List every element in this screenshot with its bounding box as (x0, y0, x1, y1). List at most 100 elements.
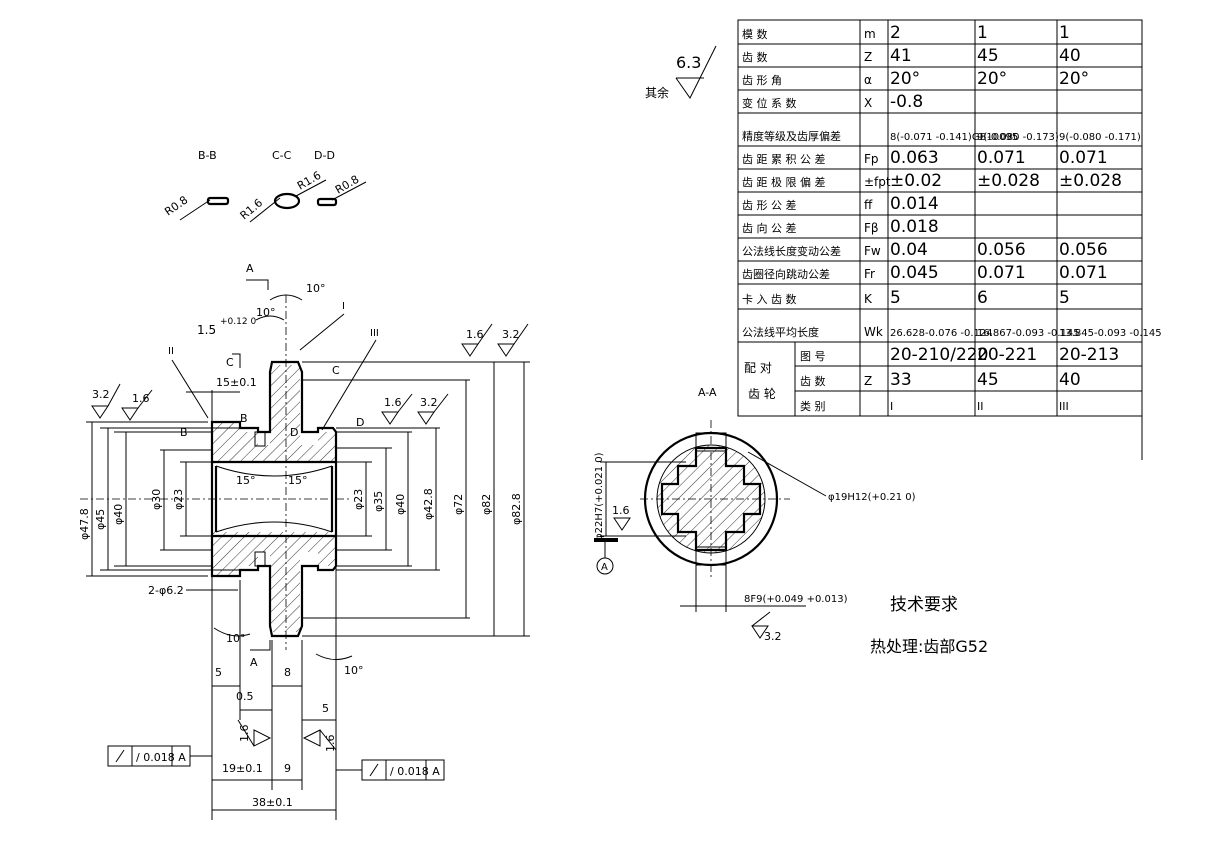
cut-a-bottom: A (250, 656, 258, 669)
dim-38-pm-0-1: 38±0.1 (252, 796, 293, 809)
table-cell: 41 (890, 46, 912, 66)
table-mate-cell: 45 (977, 370, 999, 390)
table-row-label: 齿圈径向跳动公差 (742, 267, 830, 281)
dim-d45: φ45 (94, 509, 107, 530)
table-row-label: 齿 向 公 差 (742, 221, 797, 235)
leader-label-3: III (370, 328, 379, 339)
table-row-symbol: ±fpt (864, 175, 891, 189)
label-d: D (356, 416, 364, 429)
table-mate-cell: 40 (1059, 370, 1081, 390)
dim-15-pm-0-1: 15±0.1 (216, 376, 257, 389)
table-cell: 0.063 (890, 148, 939, 168)
table-row-symbol: m (864, 27, 876, 41)
dim-8: 8 (284, 666, 291, 679)
angle-10-bottom-left: 10° (226, 632, 246, 645)
dim-d72: φ72 (452, 494, 465, 515)
roughness-2: 1.6 (132, 392, 150, 405)
dim-8f9: 8F9(+0.049 +0.013) (744, 594, 848, 605)
table-cell: 9(-0.080 -0.171) (1059, 132, 1141, 143)
notes-title: 技术要求 (890, 595, 958, 615)
table-cell: 0.018 (890, 217, 939, 237)
table-row-label: 齿 距 极 限 偏 差 (742, 175, 825, 189)
table-cell: -0.8 (890, 92, 923, 112)
dim-5-left: 5 (215, 666, 222, 679)
section-cc-label: C-C (272, 149, 292, 162)
table-row-label: 齿 距 累 积 公 差 (742, 152, 825, 166)
roughness-4: 3.2 (420, 396, 438, 409)
table-mate-group-label-2: 齿 轮 (748, 387, 776, 401)
table-mate-cell: I (890, 400, 893, 413)
tolerance-frame-right: / 0.018 A (336, 759, 445, 781)
table-row-symbol: Fp (864, 152, 879, 166)
diameter-dimensions: φ47.8 φ45 φ40 φ30 φ23 φ23 φ35 φ40 φ42.8 … (78, 488, 523, 540)
table-cell: 0.071 (977, 148, 1026, 168)
spline-section-aa: A-A A φ22H7(+0.021 0) 1.6 φ19H12(+0.21 0… (594, 386, 916, 643)
roughness-1: 3.2 (92, 388, 110, 401)
radius-r16-left: R1.6 (238, 196, 266, 222)
angle-15-right: 15° (288, 474, 308, 487)
dim-5-right: 5 (322, 702, 329, 715)
table-mate-cell: II (977, 400, 984, 413)
table-mate-cell: 20-210/220 (890, 345, 988, 365)
section-aa-label: A-A (698, 386, 717, 399)
table-cell: 20° (1059, 69, 1089, 89)
tolerance-frame-left: / 0.018 A (107, 745, 212, 767)
datum-a: A (601, 562, 608, 573)
slot-width-1-5: 1.5 (197, 323, 216, 337)
table-cell: 13.845-0.093 -0.145 (1059, 328, 1162, 339)
table-row-label: 模 数 (742, 28, 768, 41)
roughness-other-value: 6.3 (676, 53, 701, 72)
table-mate-cell: III (1059, 400, 1069, 413)
angle-10-top-right: 10° (306, 282, 326, 295)
table-row-symbol: Fw (864, 244, 881, 258)
dim-d23-right: φ23 (352, 489, 365, 510)
table-cell: 6 (977, 288, 988, 308)
extension-lines (86, 361, 530, 811)
roughness-7: 1.6 (238, 725, 251, 743)
roughness-9: 1.6 (612, 504, 630, 517)
roughness-5: 1.6 (466, 328, 484, 341)
table-row-label: 齿 数 (742, 51, 768, 64)
table-cell: 0.071 (1059, 263, 1108, 283)
roughness-6: 3.2 (502, 328, 520, 341)
dim-d47-8: φ47.8 (78, 508, 91, 540)
radius-r08-left: R0.8 (162, 193, 190, 218)
table-row-symbol: Fβ (864, 221, 879, 235)
cut-b: B (240, 412, 248, 425)
section-dd-label: D-D (314, 149, 335, 162)
dim-19-pm-0-1: 19±0.1 (222, 762, 263, 775)
dim-d42-8: φ42.8 (422, 488, 435, 520)
notes-heat-treatment: 热处理:齿部G52 (870, 637, 988, 656)
roughness-other-label: 其余 (645, 85, 669, 100)
table-row-symbol: K (864, 292, 873, 306)
dim-d40-right: φ40 (394, 494, 407, 515)
table-mate-label: 图 号 (800, 350, 826, 363)
table-row-symbol: Wk (864, 325, 883, 339)
slot-width-tolerance: +0.12 0 (220, 317, 256, 327)
tol-right-text: / 0.018 A (390, 765, 440, 778)
table-row-symbol: Fr (864, 267, 875, 281)
dim-0-5: 0.5 (236, 690, 254, 703)
cut-a-top: A (246, 262, 254, 275)
technical-requirements: 技术要求 热处理:齿部G52 (870, 595, 988, 656)
section-profiles: B-B C-C D-D R0.8 R1.6 R1.6 R0.8 (162, 149, 367, 223)
angle-and-feature-labels: 15° 15° 10° 10° 10° 10° 1.5 +0.12 0 15±0… (148, 262, 379, 809)
table-row-symbol: α (864, 73, 872, 87)
table-cell: 1 (1059, 23, 1070, 43)
table-mate-symbol: Z (864, 374, 872, 388)
table-cell: 0.056 (1059, 240, 1108, 260)
leader-label-1: I (342, 301, 345, 312)
table-cell: 5 (1059, 288, 1070, 308)
roughness-8: 1.6 (324, 735, 337, 753)
dim-d82: φ82 (480, 494, 493, 515)
table-row-label: 卡 入 齿 数 (742, 293, 797, 306)
angle-15-left: 15° (236, 474, 256, 487)
table-cell: 2 (890, 23, 901, 43)
table-cell: 1 (977, 23, 988, 43)
table-mate-cell: 33 (890, 370, 912, 390)
table-cell: 20° (977, 69, 1007, 89)
table-row-label: 精度等级及齿厚偏差 (742, 129, 841, 143)
dim-9: 9 (284, 762, 291, 775)
leader-label-2: II (168, 346, 174, 357)
